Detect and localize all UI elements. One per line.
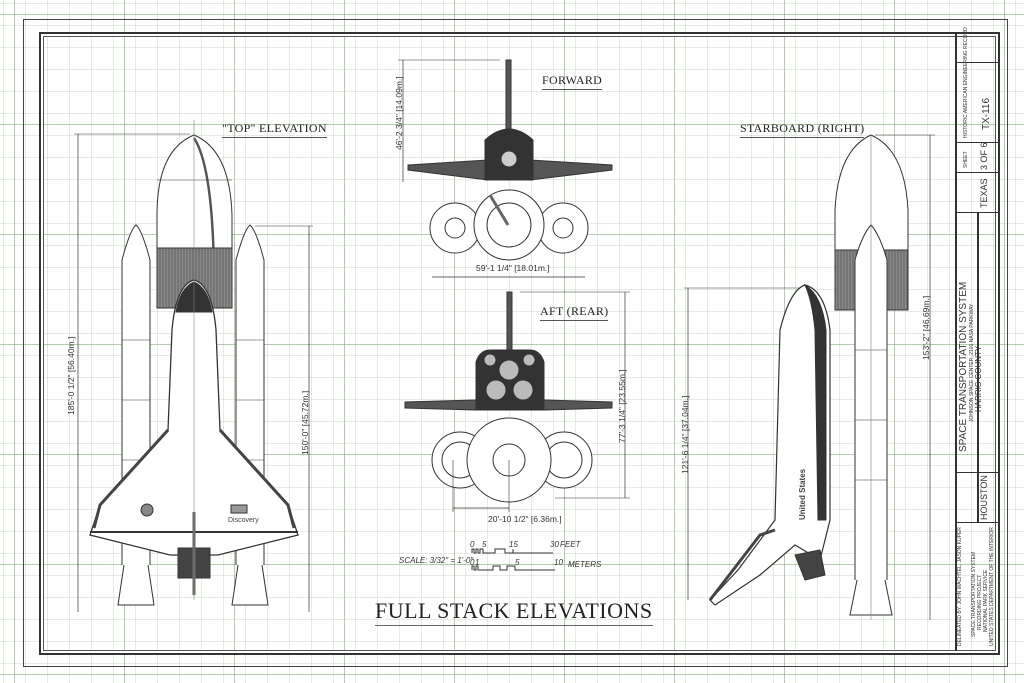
record-name: HISTORIC AMERICAN ENGINEERING RECORD [963,27,969,138]
title-block-state-cell: TEXAS [957,172,998,213]
sheet-number: 3 OF 6 [979,142,989,170]
scale-meter-unit: METERS [568,560,602,569]
title-block: HISTORIC AMERICAN ENGINEERING RECORD TX-… [955,27,998,651]
county: HARRIS COUNTY [974,345,983,412]
scale-feet-unit: FEET [560,540,581,549]
aft-srb-spacing-dimension: 20'-10 1/2" [6.36m.] [488,514,562,524]
aft-view-title: AFT (REAR) [540,304,609,321]
top-elevation-view: Discovery [74,120,313,612]
aft-height-dimension: 77'-3 1/4" [23.55m.] [617,369,627,443]
title-block-sheet-cell: SHEET 3 OF 6 [957,142,998,173]
svg-text:United States: United States [798,468,807,520]
starboard-orbiter-dimension: 121'-6 1/4" [37.04m.] [680,395,690,474]
forward-view-title: FORWARD [542,73,603,90]
starboard-view: United States [684,134,935,620]
sheet-title: FULL STACK ELEVATIONS [375,598,653,626]
top-srb-dimension: 150'-0" [45.72m.] [300,390,310,455]
survey-number: TX-116 [981,97,992,130]
svg-text:Discovery: Discovery [228,517,259,524]
delineated-by: DELINEATED BY: JOHN WACHTEL, JASON KUPER [957,527,963,646]
forward-span-dimension: 59'-1 1/4" [18.01m.] [476,263,550,273]
top-overall-dimension: 185'-0 1/2" [56.40m.] [66,336,76,415]
scale-bar [471,548,555,571]
title-block-city-cell: HOUSTON [957,472,998,523]
agency-line-4: UNITED STATES DEPARTMENT OF THE INTERIOR [989,527,995,646]
outer-border [23,19,1008,667]
sheet-label: SHEET [963,151,969,168]
forward-view [398,59,613,278]
project-title: SPACE TRANSPORTATION SYSTEM [958,281,969,452]
state: TEXAS [979,178,989,208]
starboard-overall-dimension: 153'-2" [46.69m.] [921,295,931,360]
aft-view [404,291,630,512]
city: HOUSTON [979,475,989,520]
title-block-agency-cell: DELINEATED BY: JOHN WACHTEL, JASON KUPER… [957,522,998,649]
forward-height-dimension: 46'-2 3/4" [14.09m.] [394,76,404,150]
inner-border [39,32,1000,655]
title-block-stamp-cell [957,32,998,63]
scale-ratio: SCALE: 3/32" = 1'-0" [399,556,474,565]
title-block-record-cell: HISTORIC AMERICAN ENGINEERING RECORD TX-… [957,27,998,143]
starboard-view-title: STARBOARD (RIGHT) [740,121,865,138]
top-elevation-title: "TOP" ELEVATION [222,121,327,138]
title-block-divider [977,212,979,522]
